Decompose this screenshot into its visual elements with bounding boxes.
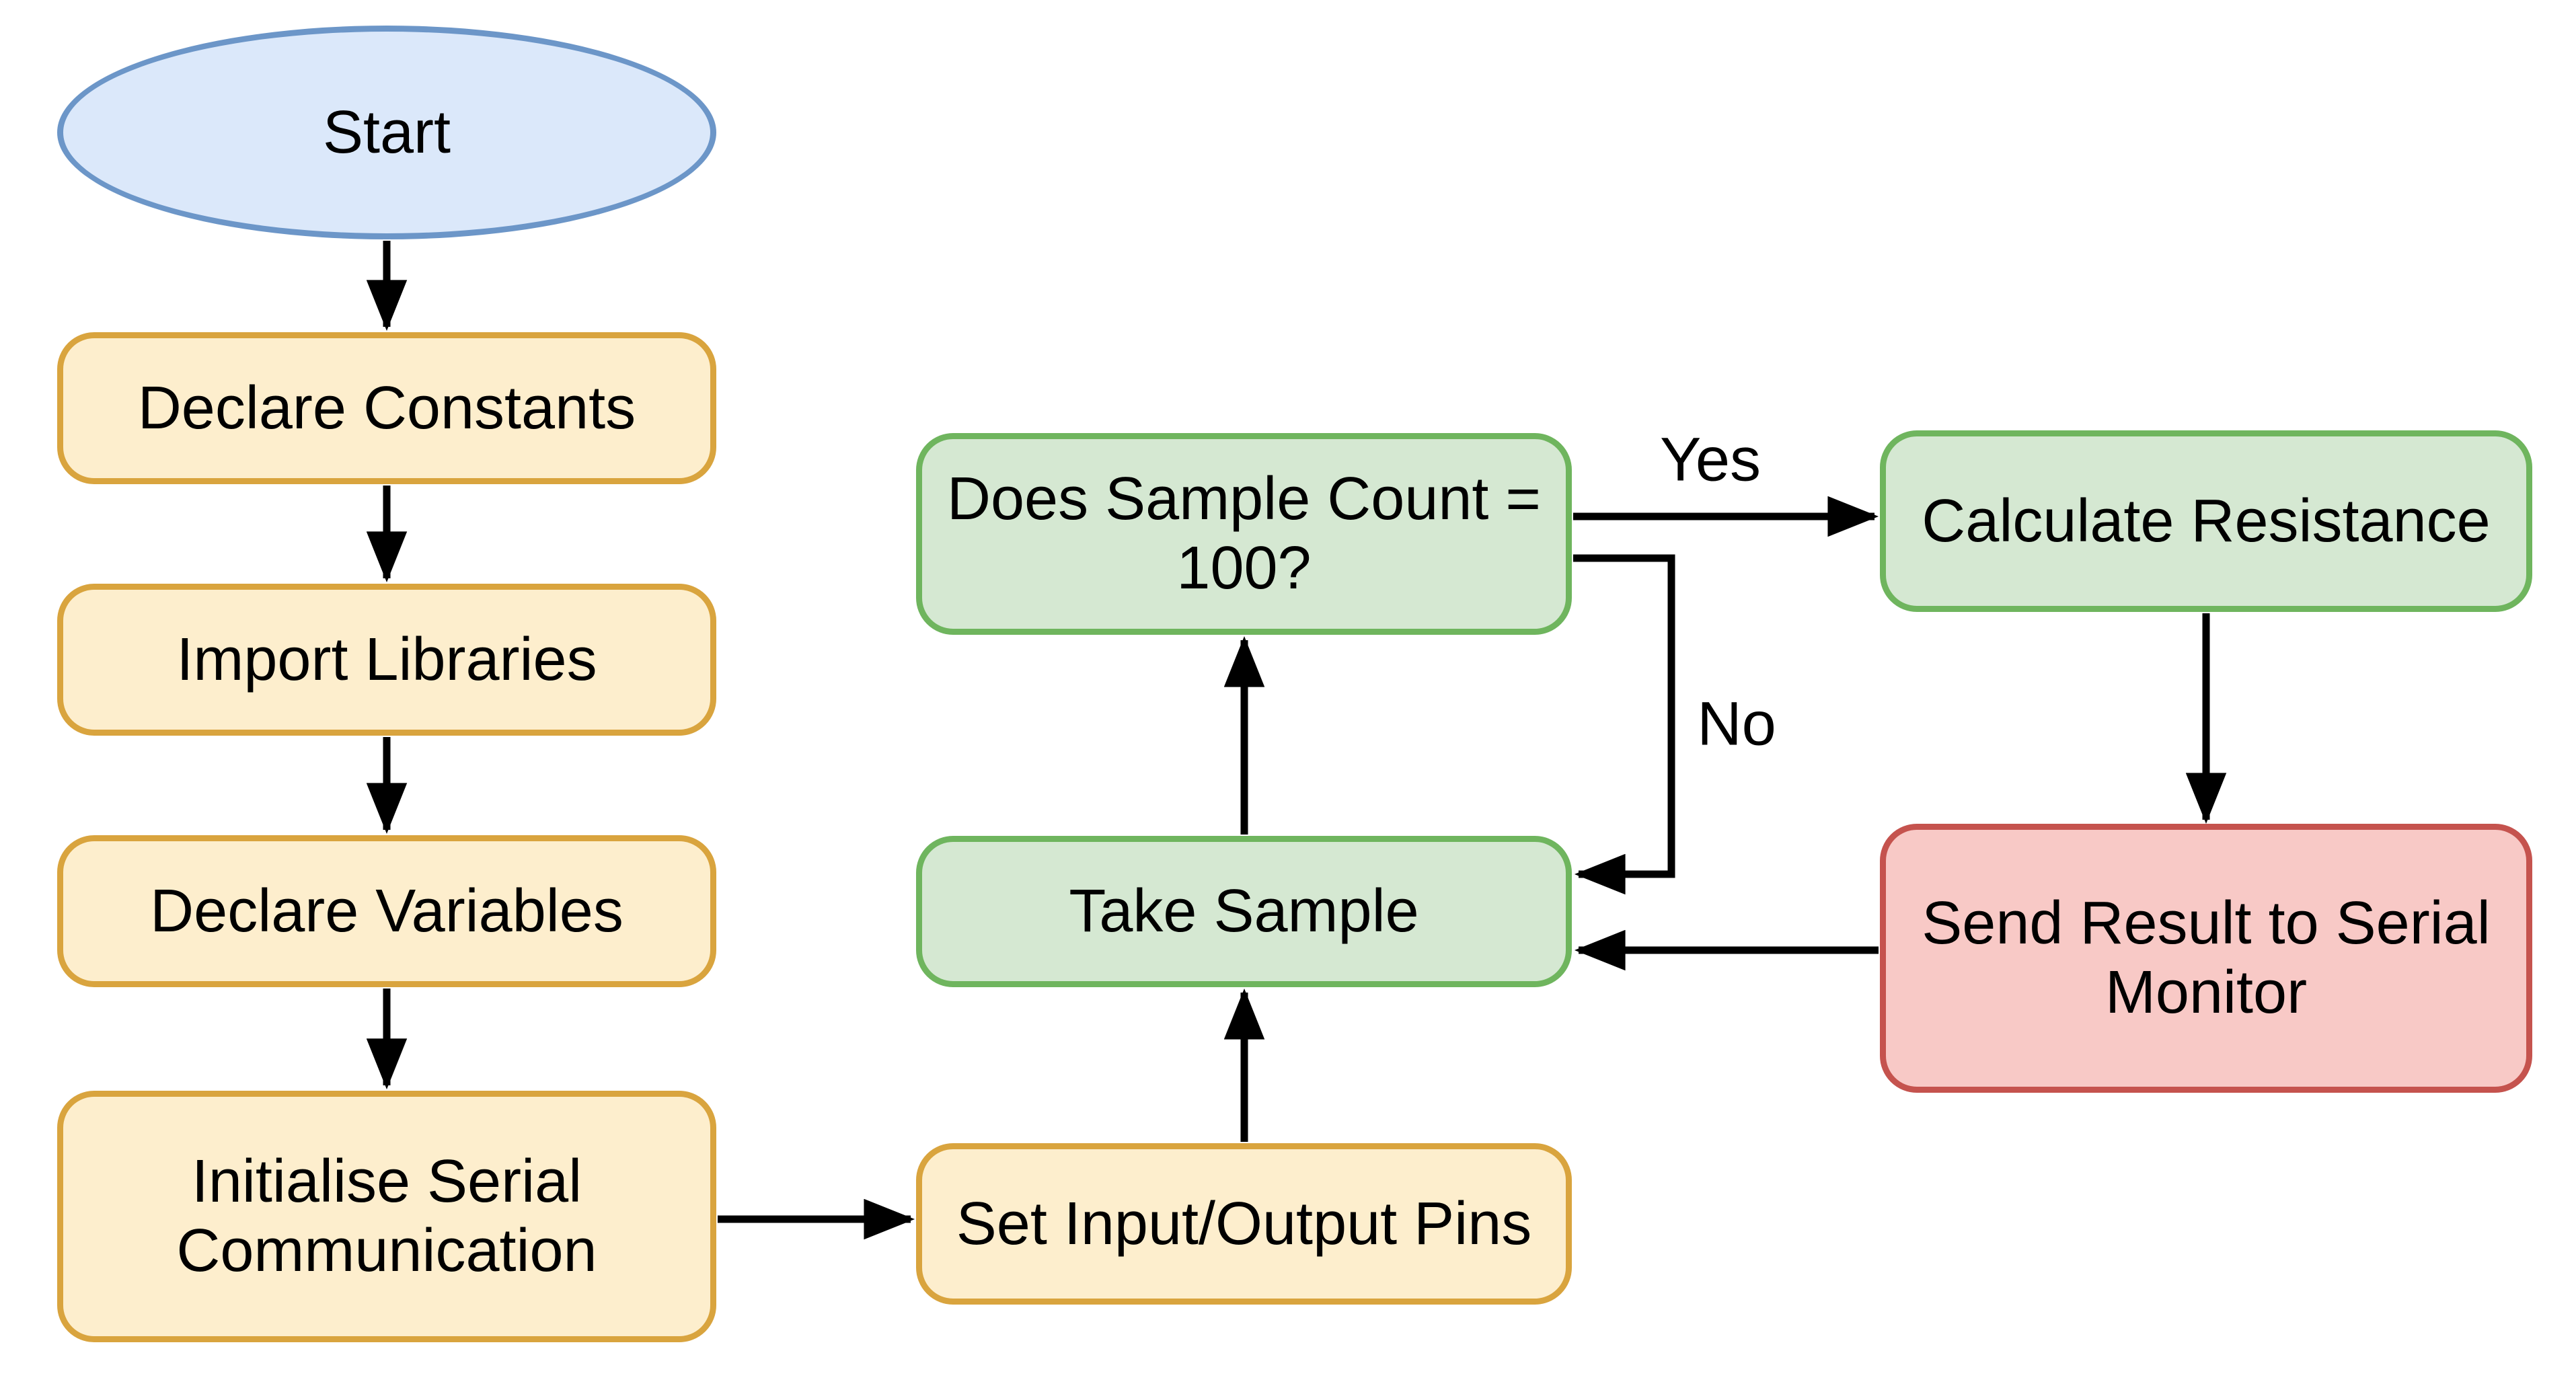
node-import-libraries: Import Libraries: [57, 584, 716, 736]
node-send-result-to-serial-monitor: Send Result to Serial Monitor: [1880, 824, 2532, 1093]
edge-label-no: No: [1697, 689, 1776, 759]
node-initialise-serial-communication: Initialise Serial Communication: [57, 1091, 716, 1342]
node-take-sample: Take Sample: [916, 836, 1572, 987]
node-calculate-resistance-label: Calculate Resistance: [1922, 487, 2491, 555]
node-import-libraries-label: Import Libraries: [176, 625, 597, 693]
node-declare-constants: Declare Constants: [57, 332, 716, 484]
node-declare-variables-label: Declare Variables: [150, 877, 623, 945]
arrow-no-does-sample-count-to-take-sample: [1573, 554, 1675, 895]
node-initialise-serial-communication-label: Initialise Serial Communication: [176, 1148, 597, 1284]
node-does-sample-count-label: Does Sample Count = 100?: [947, 465, 1541, 602]
node-send-result-to-serial-monitor-label: Send Result to Serial Monitor: [1922, 890, 2491, 1026]
node-take-sample-label: Take Sample: [1069, 878, 1419, 945]
node-start: Start: [57, 26, 716, 239]
node-declare-variables: Declare Variables: [57, 835, 716, 987]
node-does-sample-count: Does Sample Count = 100?: [916, 433, 1572, 635]
node-declare-constants-label: Declare Constants: [137, 374, 636, 442]
edge-label-yes: Yes: [1659, 425, 1761, 494]
node-set-input-output-pins-label: Set Input/Output Pins: [956, 1190, 1532, 1258]
node-calculate-resistance: Calculate Resistance: [1880, 430, 2532, 612]
node-set-input-output-pins: Set Input/Output Pins: [916, 1143, 1572, 1305]
node-start-label: Start: [322, 98, 451, 166]
